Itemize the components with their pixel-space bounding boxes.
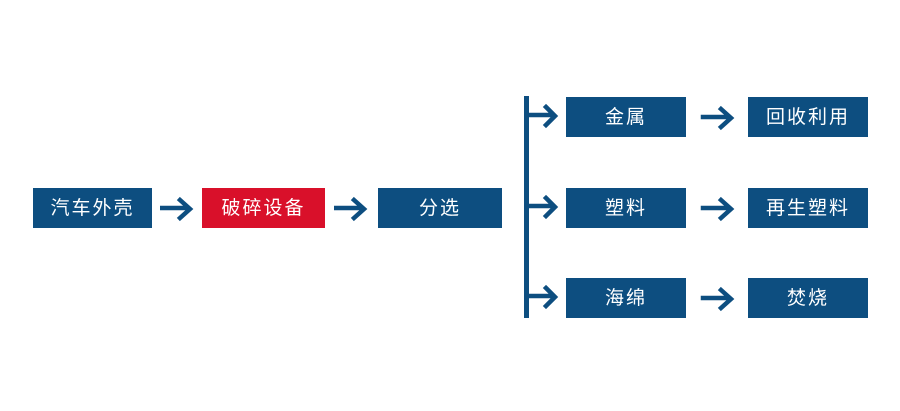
node-regranule[interactable]: 再生塑料	[748, 188, 868, 228]
node-metal-label: 金属	[604, 106, 647, 128]
split-bus-line	[524, 96, 529, 318]
node-recycle-label: 回收利用	[765, 106, 850, 128]
node-incinerate[interactable]: 焚烧	[748, 278, 868, 318]
node-shell-label: 汽车外壳	[50, 197, 135, 219]
node-regranule-label: 再生塑料	[765, 197, 850, 219]
node-sorting[interactable]: 分选	[378, 188, 502, 228]
node-plastic-label: 塑料	[604, 197, 647, 219]
bus-to-sponge-arrow-icon	[528, 284, 562, 310]
node-metal[interactable]: 金属	[566, 97, 686, 137]
node-shell[interactable]: 汽车外壳	[33, 188, 152, 228]
sponge-to-incinerate-arrow-icon	[698, 284, 740, 312]
crusher-to-sorting-arrow-icon	[334, 194, 370, 222]
node-crusher[interactable]: 破碎设备	[202, 188, 325, 228]
node-crusher-label: 破碎设备	[221, 197, 306, 219]
node-sorting-label: 分选	[418, 197, 461, 219]
node-incinerate-label: 焚烧	[786, 287, 829, 309]
node-plastic[interactable]: 塑料	[566, 188, 686, 228]
metal-to-recycle-arrow-icon	[698, 103, 740, 131]
shell-to-crusher-arrow-icon	[160, 194, 196, 222]
bus-to-metal-arrow-icon	[528, 103, 562, 129]
bus-to-plastic-arrow-icon	[528, 194, 562, 220]
node-sponge-label: 海绵	[604, 287, 647, 309]
plastic-to-regranule-arrow-icon	[698, 194, 740, 222]
node-recycle[interactable]: 回收利用	[748, 97, 868, 137]
node-sponge[interactable]: 海绵	[566, 278, 686, 318]
